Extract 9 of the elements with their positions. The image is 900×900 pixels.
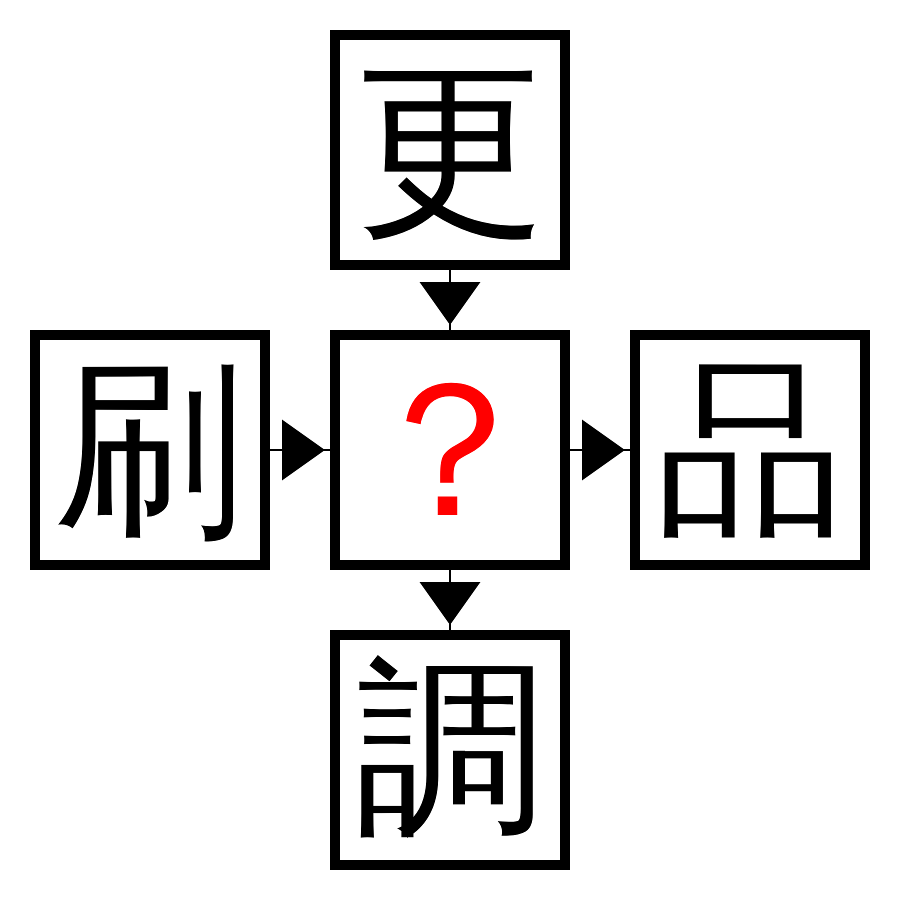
- character-box: 品: [630, 330, 870, 570]
- question-mark-box: ？: [330, 330, 570, 570]
- arrow: [420, 570, 480, 630]
- arrow: [270, 420, 330, 480]
- character-box: 調: [330, 630, 570, 870]
- character-box: 刷: [30, 330, 270, 570]
- arrow: [570, 420, 630, 480]
- arrow: [420, 270, 480, 330]
- character-box: 更: [330, 30, 570, 270]
